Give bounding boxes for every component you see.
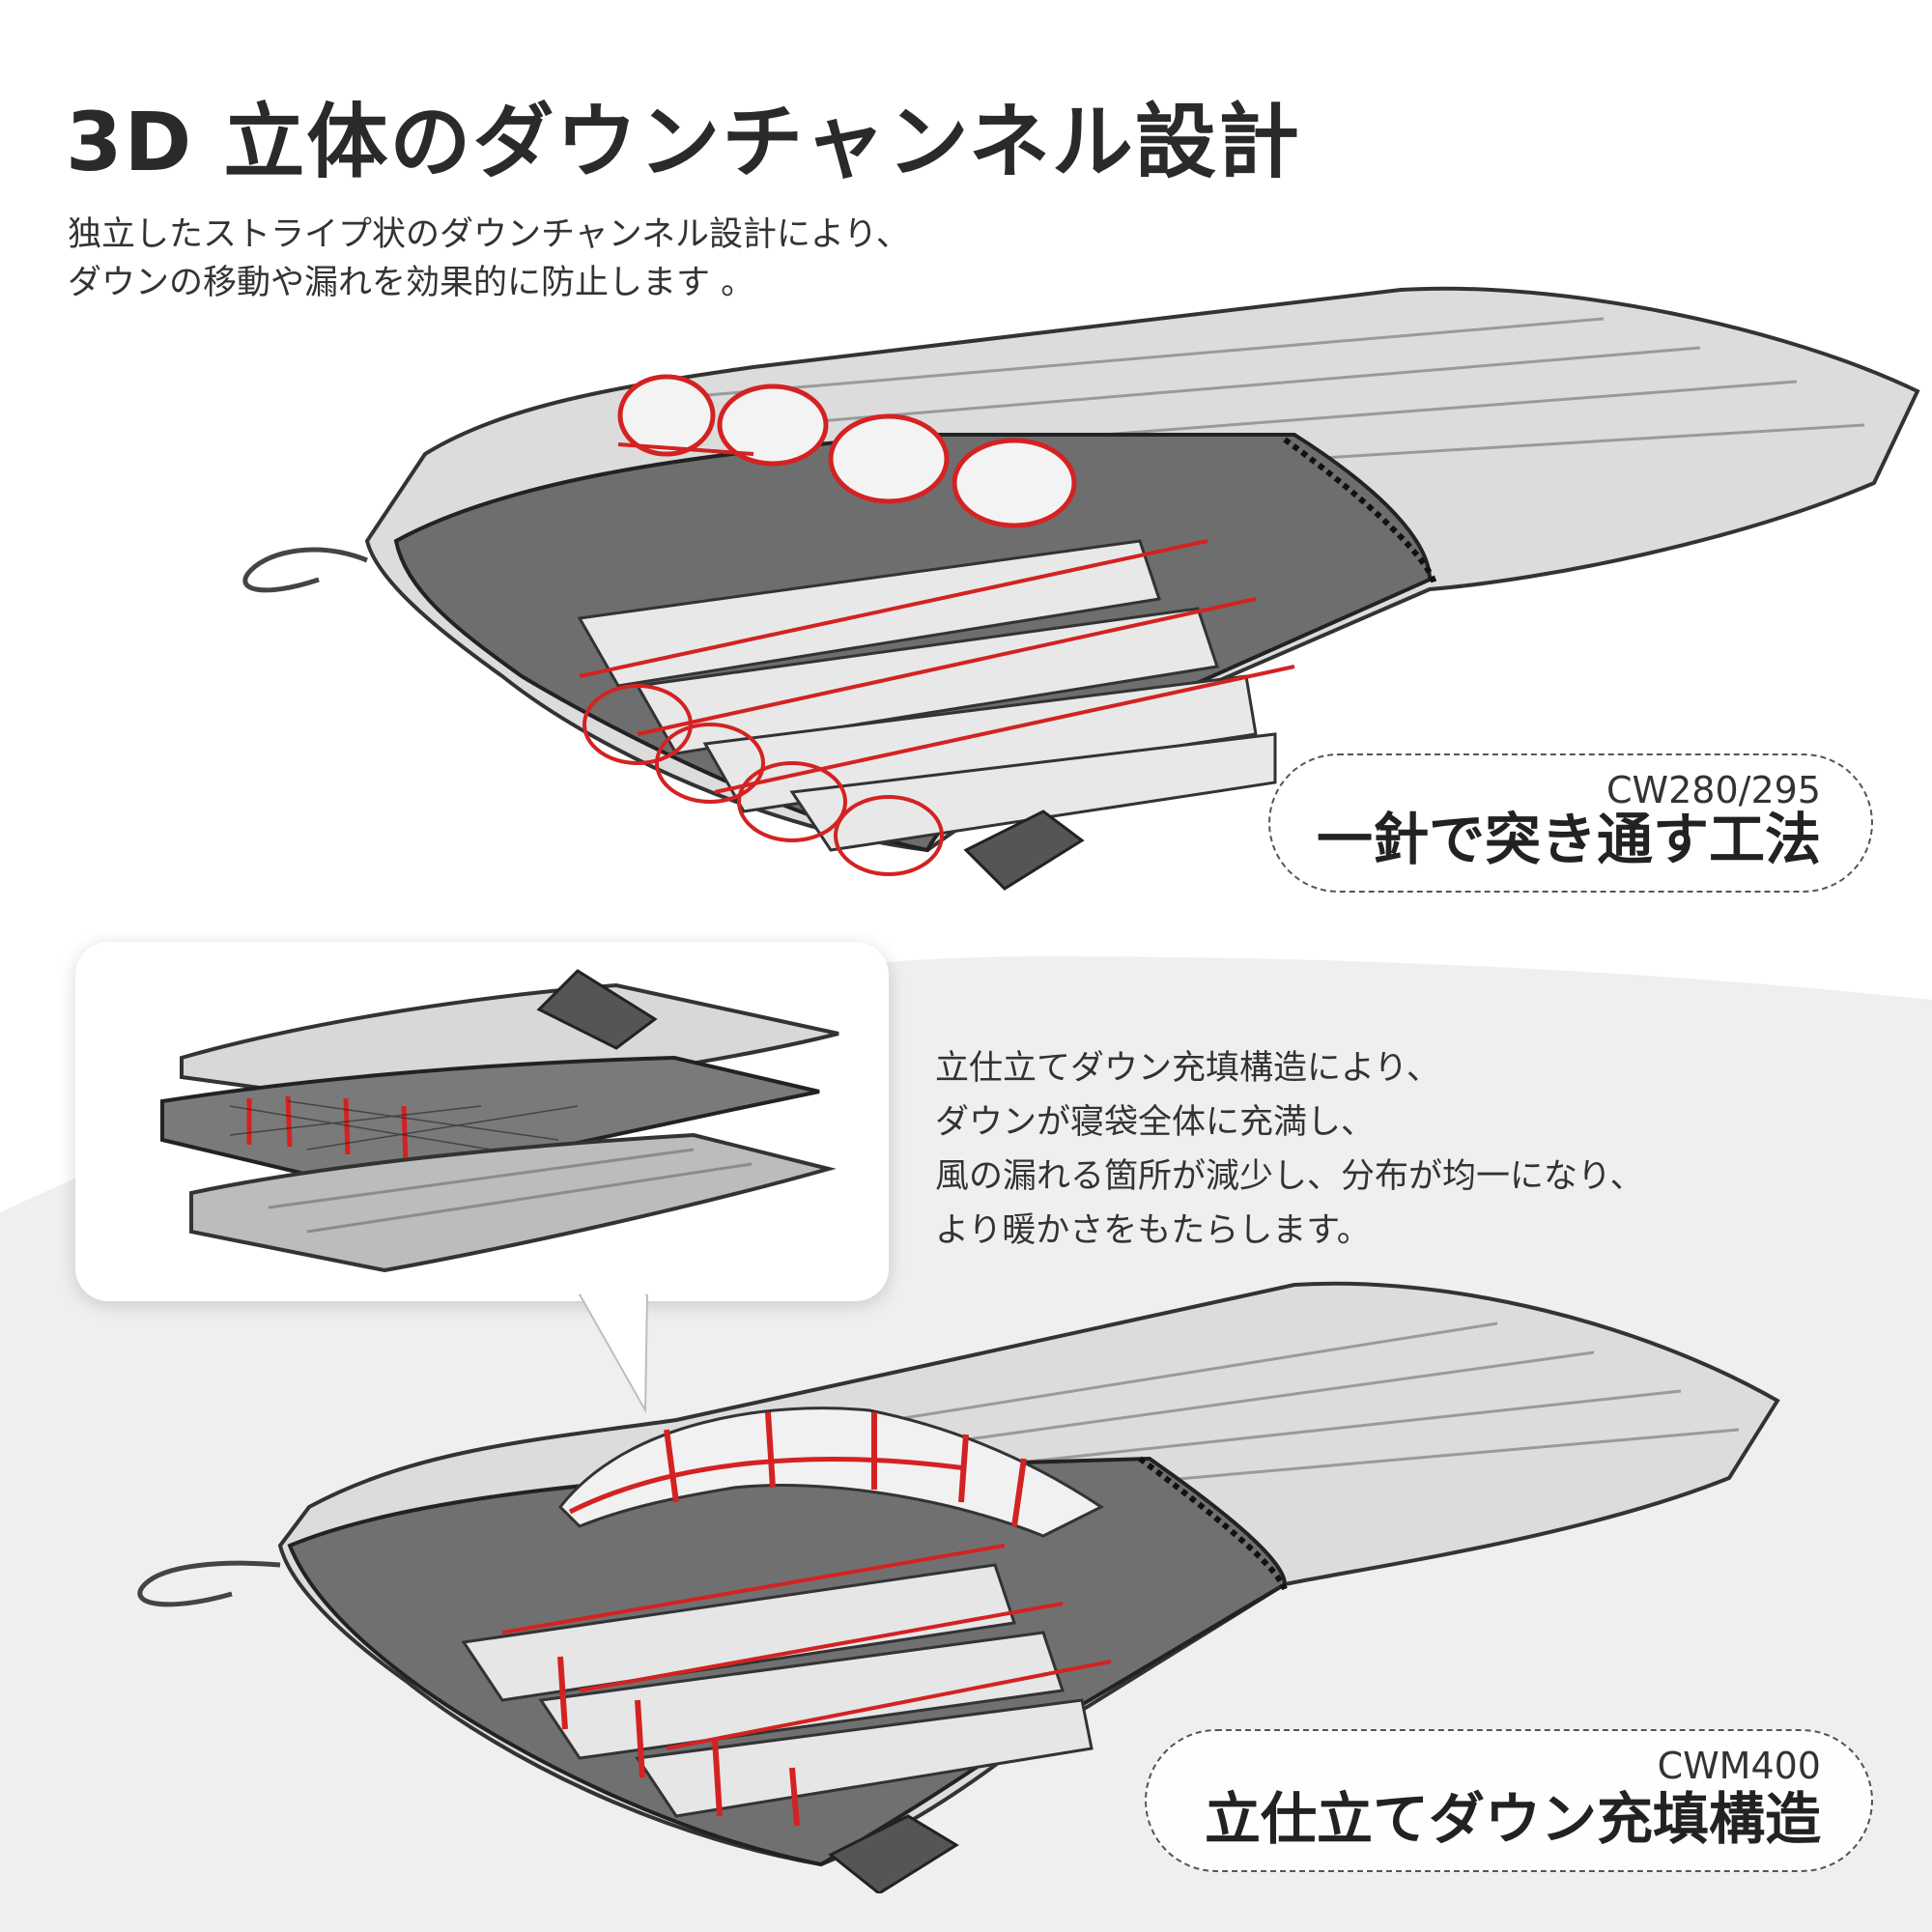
page-title: 3D 立体のダウンチャンネル設計 bbox=[66, 95, 1301, 189]
drawcord-loop-top bbox=[242, 547, 368, 593]
structure-line-4: より暖かさをもたらします。 bbox=[935, 1211, 1371, 1250]
callout-panel bbox=[75, 942, 889, 1301]
sleeping-bag-illustration-top bbox=[242, 286, 1920, 891]
sleeping-bag-illustration-bottom bbox=[137, 1281, 1780, 1893]
method-label-bottom: CWM400 立仕立てダウン充填構造 bbox=[1145, 1729, 1873, 1872]
bag-top-tag bbox=[963, 810, 1085, 891]
structure-description: 立仕立てダウン充填構造により、 ダウンが寝袋全体に充満し、 風の漏れる箇所が減少… bbox=[935, 1041, 1644, 1258]
model-name-top: CW280/295 bbox=[1606, 769, 1821, 811]
callout-pointer bbox=[578, 1294, 649, 1414]
intro-description: 独立したストライプ状のダウンチャンネル設計により、 ダウンの移動や漏れを効果的に… bbox=[68, 211, 910, 307]
structure-line-3: 風の漏れる箇所が減少し、分布が均一になり、 bbox=[935, 1157, 1644, 1196]
model-name-bottom: CWM400 bbox=[1657, 1745, 1821, 1787]
bag-bottom-interior bbox=[287, 1456, 1288, 1867]
bag-bottom-tag bbox=[828, 1814, 959, 1893]
bottom-down-chambers-lower bbox=[461, 1563, 1094, 1818]
intro-line-1: 独立したストライプ状のダウンチャンネル設計により、 bbox=[68, 215, 910, 254]
method-label-top: CW280/295 一針で突き通す工法 bbox=[1268, 753, 1873, 893]
drawcord-loop-bottom bbox=[137, 1560, 281, 1607]
top-down-chambers-upper bbox=[617, 374, 1077, 528]
method-name-bottom: 立仕立てダウン充填構造 bbox=[1204, 1786, 1821, 1852]
layered-structure-illustration bbox=[160, 969, 839, 1273]
method-name-top: 一針で突き通す工法 bbox=[1316, 807, 1821, 872]
structure-line-1: 立仕立てダウン充填構造により、 bbox=[935, 1049, 1440, 1088]
structure-line-2: ダウンが寝袋全体に充満し、 bbox=[935, 1103, 1376, 1142]
intro-line-2: ダウンの移動や漏れを効果的に防止します 。 bbox=[68, 264, 755, 302]
